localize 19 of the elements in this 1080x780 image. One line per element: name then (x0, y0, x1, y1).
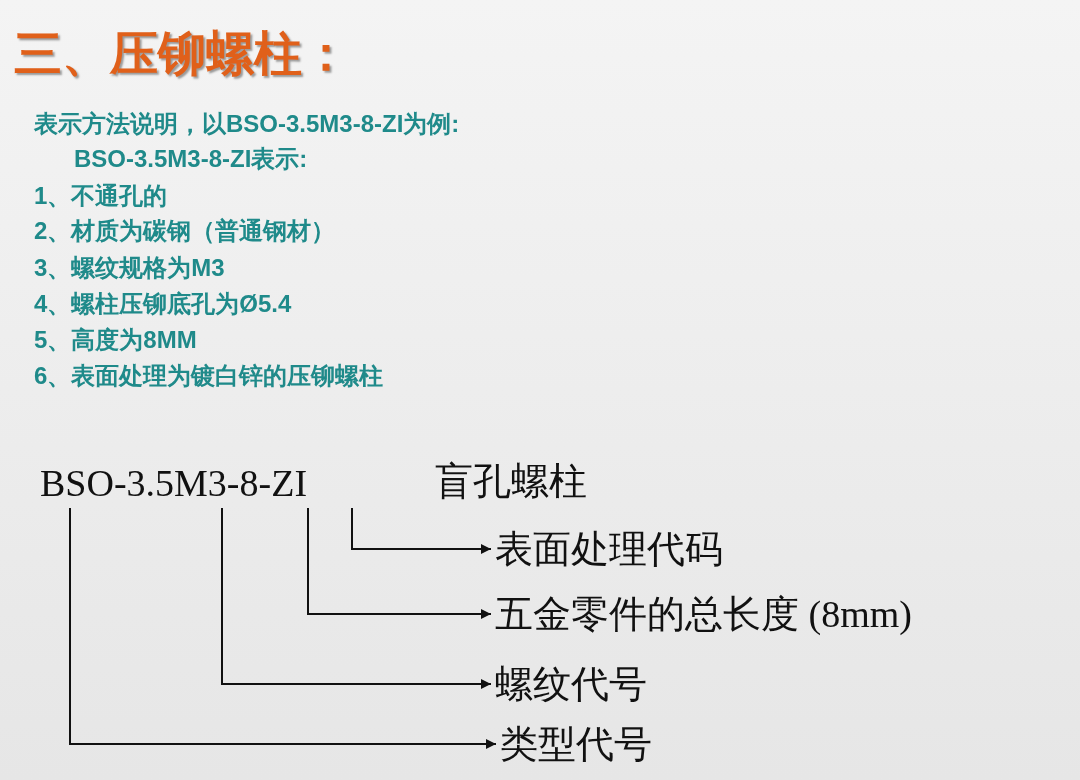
callout-text: 表面处理代码 (495, 526, 723, 572)
callout-text: 类型代号 (500, 721, 652, 767)
text-line: 2、材质为碳钢（普通钢材） (34, 216, 336, 246)
caption-text: 盲孔螺柱 (435, 459, 587, 504)
leader-arrow (351, 507, 492, 554)
leader-arrow (69, 507, 497, 749)
text-line: 3、螺纹规格为M3 (34, 253, 225, 283)
text-line: BSO-3.5M3-8-ZI表示: (74, 144, 308, 174)
text-line: 6、表面处理为镀白锌的压铆螺柱 (34, 361, 384, 391)
callout-text: 五金零件的总长度 (8mm) (495, 591, 912, 637)
callout-text: 螺纹代号 (495, 661, 647, 707)
text-line: 1、不通孔的 (34, 181, 168, 211)
text-line: 表示方法说明，以BSO-3.5M3-8-ZI为例: (34, 109, 460, 139)
text-line: 5、高度为8MM (34, 325, 197, 355)
leader-arrow (307, 507, 492, 619)
slide-title: 三、压铆螺柱： (14, 26, 350, 82)
leader-arrow (221, 507, 492, 689)
text-line: 4、螺柱压铆底孔为Ø5.4 (34, 289, 292, 319)
part-code: BSO-3.5M3-8-ZI (40, 460, 308, 506)
